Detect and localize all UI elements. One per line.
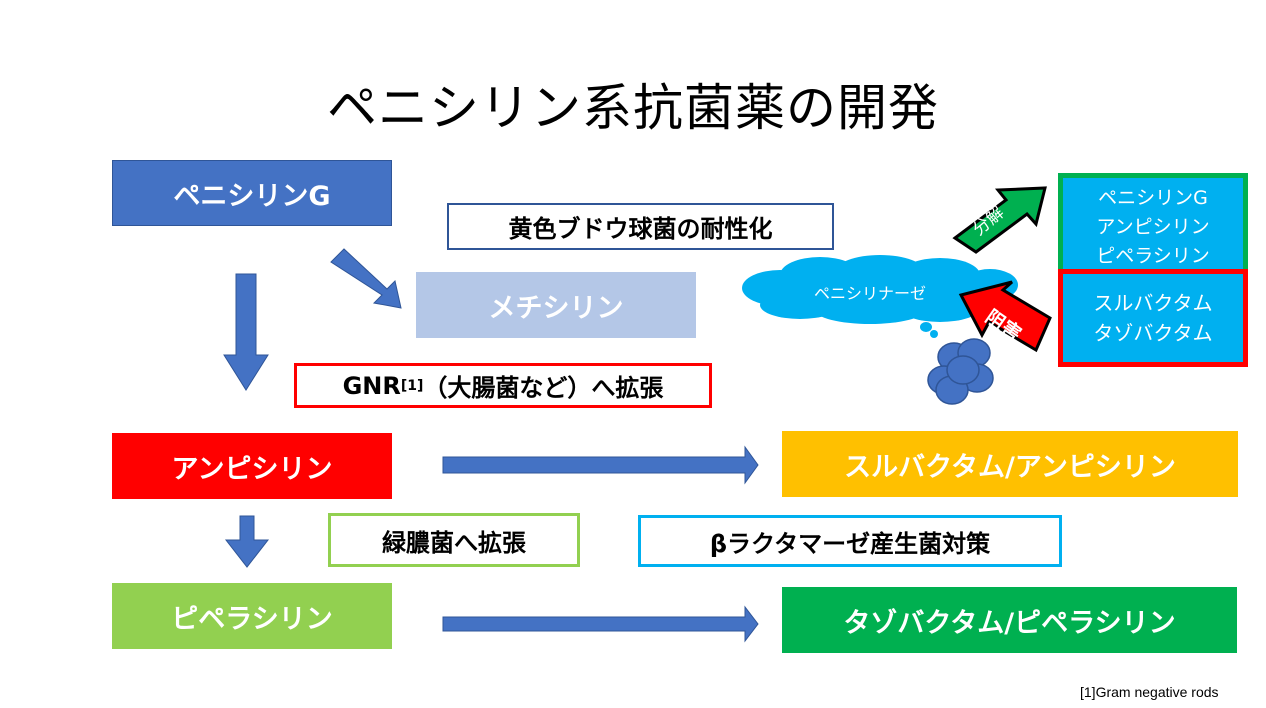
drug-label: ペニシリンG xyxy=(173,180,331,212)
note-pseudomonas-extension: 緑膿菌へ拡張 xyxy=(328,513,580,567)
enzyme-label: ペニシリナーゼ xyxy=(813,284,926,303)
footnote-ref: [1] xyxy=(400,377,424,394)
drug-box-sulbactam-ampicillin: スルバクタム/アンピシリン xyxy=(782,431,1238,497)
substrate-item: アンピシリン xyxy=(1096,216,1210,238)
right-arrow-icon xyxy=(442,445,759,485)
substrate-item: ペニシリンG xyxy=(1098,187,1208,209)
drug-box-penicillin-g: ペニシリンG xyxy=(112,160,392,226)
inhibitor-item: スルバクタム xyxy=(1093,291,1213,315)
drug-box-tazobactam-piperacillin: タゾバクタム/ピペラシリン xyxy=(782,587,1237,653)
note-staph-resistance: 黄色ブドウ球菌の耐性化 xyxy=(447,203,834,250)
inhibitor-box: スルバクタム タゾバクタム xyxy=(1058,269,1248,367)
note-gnr-extension: GNR[1]（大腸菌など）へ拡張 xyxy=(294,363,712,408)
degrade-arrow-icon xyxy=(952,186,1047,254)
inhibitor-item: タゾバクタム xyxy=(1093,321,1213,345)
page-title: ペニシリン系抗菌薬の開発 xyxy=(327,79,939,137)
drug-box-methicillin: メチシリン xyxy=(416,272,696,338)
substrate-box: ペニシリンG アンピシリン ピペラシリン xyxy=(1058,173,1248,273)
diagonal-arrow-icon xyxy=(330,248,402,309)
substrate-item: ピペラシリン xyxy=(1096,245,1210,267)
drug-box-piperacillin: ピペラシリン xyxy=(112,583,392,649)
right-arrow-icon xyxy=(442,605,759,643)
note-beta-lactamase: βラクタマーゼ産生菌対策 xyxy=(638,515,1062,567)
bacteria-icon xyxy=(927,338,994,405)
down-arrow-small-icon xyxy=(224,515,270,568)
footnote: [1]Gram negative rods xyxy=(1080,684,1219,700)
inhibit-arrow-icon xyxy=(958,280,1052,353)
cloud-icon xyxy=(742,255,1018,338)
down-arrow-icon xyxy=(223,273,269,391)
drug-box-ampicillin: アンピシリン xyxy=(112,433,392,499)
